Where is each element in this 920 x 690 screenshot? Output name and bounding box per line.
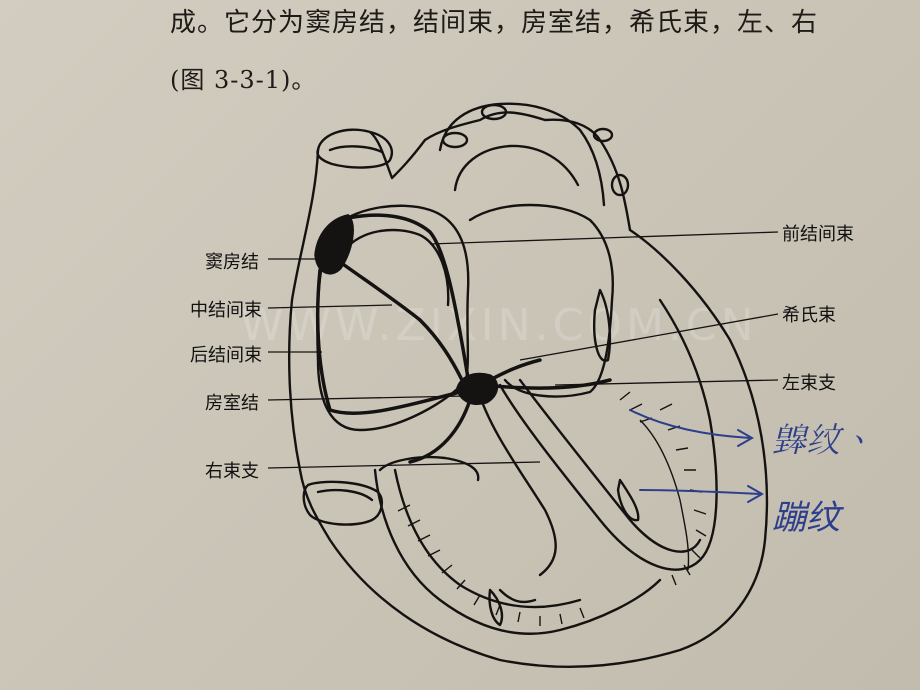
aorta [438, 102, 606, 207]
label-av-node: 房室结 [205, 393, 259, 414]
right-bundle-branch-path [408, 398, 472, 464]
left-atrium [468, 203, 614, 398]
leader-middle-tract [267, 304, 393, 309]
middle-internodal-tract [338, 260, 464, 382]
anterior-internodal-tract [346, 213, 470, 380]
his-bundle-path [488, 358, 542, 382]
label-posterior-internodal-tract: 后结间束 [190, 345, 262, 366]
leader-av-node [267, 395, 467, 401]
left-bundle-branch-path [493, 378, 612, 390]
leader-anterior-tract [429, 231, 779, 245]
inferior-vena-cava [302, 480, 384, 526]
superior-vena-cava [316, 128, 393, 169]
handwritten-note-2: 蹦纹 [772, 498, 840, 538]
posterior-internodal-tract [315, 268, 462, 415]
label-anterior-internodal-tract: 前结间束 [782, 224, 854, 245]
av-node-mark [456, 372, 499, 405]
leader-his-bundle [519, 313, 779, 361]
label-left-bundle-branch: 左束支 [782, 373, 836, 394]
figure-reference: (图 3-3-1)。 [170, 66, 317, 94]
heart-outline [288, 111, 769, 669]
watermark: WWW.ZIXIN.COM.CN [240, 300, 758, 351]
body-text-line-1: 成。它分为窦房结，结间束，房室结，希氏束，左、右 [170, 8, 819, 38]
leader-right-bundle [267, 461, 541, 469]
right-ventricle [373, 468, 662, 635]
label-right-bundle-branch: 右束支 [205, 461, 259, 482]
label-his-bundle: 希氏束 [782, 305, 836, 326]
label-sa-node: 窦房结 [205, 252, 259, 273]
handwritten-note-1: 𤾲纹、 [772, 421, 874, 461]
interventricular-septum [476, 388, 557, 577]
pen-arrow-2 [639, 485, 765, 503]
purkinje-fibers-right [397, 504, 585, 626]
sa-node-mark [314, 214, 354, 275]
pen-arrow-1 [629, 409, 755, 447]
label-middle-internodal-tract: 中结间束 [190, 300, 262, 321]
leader-left-bundle [554, 379, 779, 386]
